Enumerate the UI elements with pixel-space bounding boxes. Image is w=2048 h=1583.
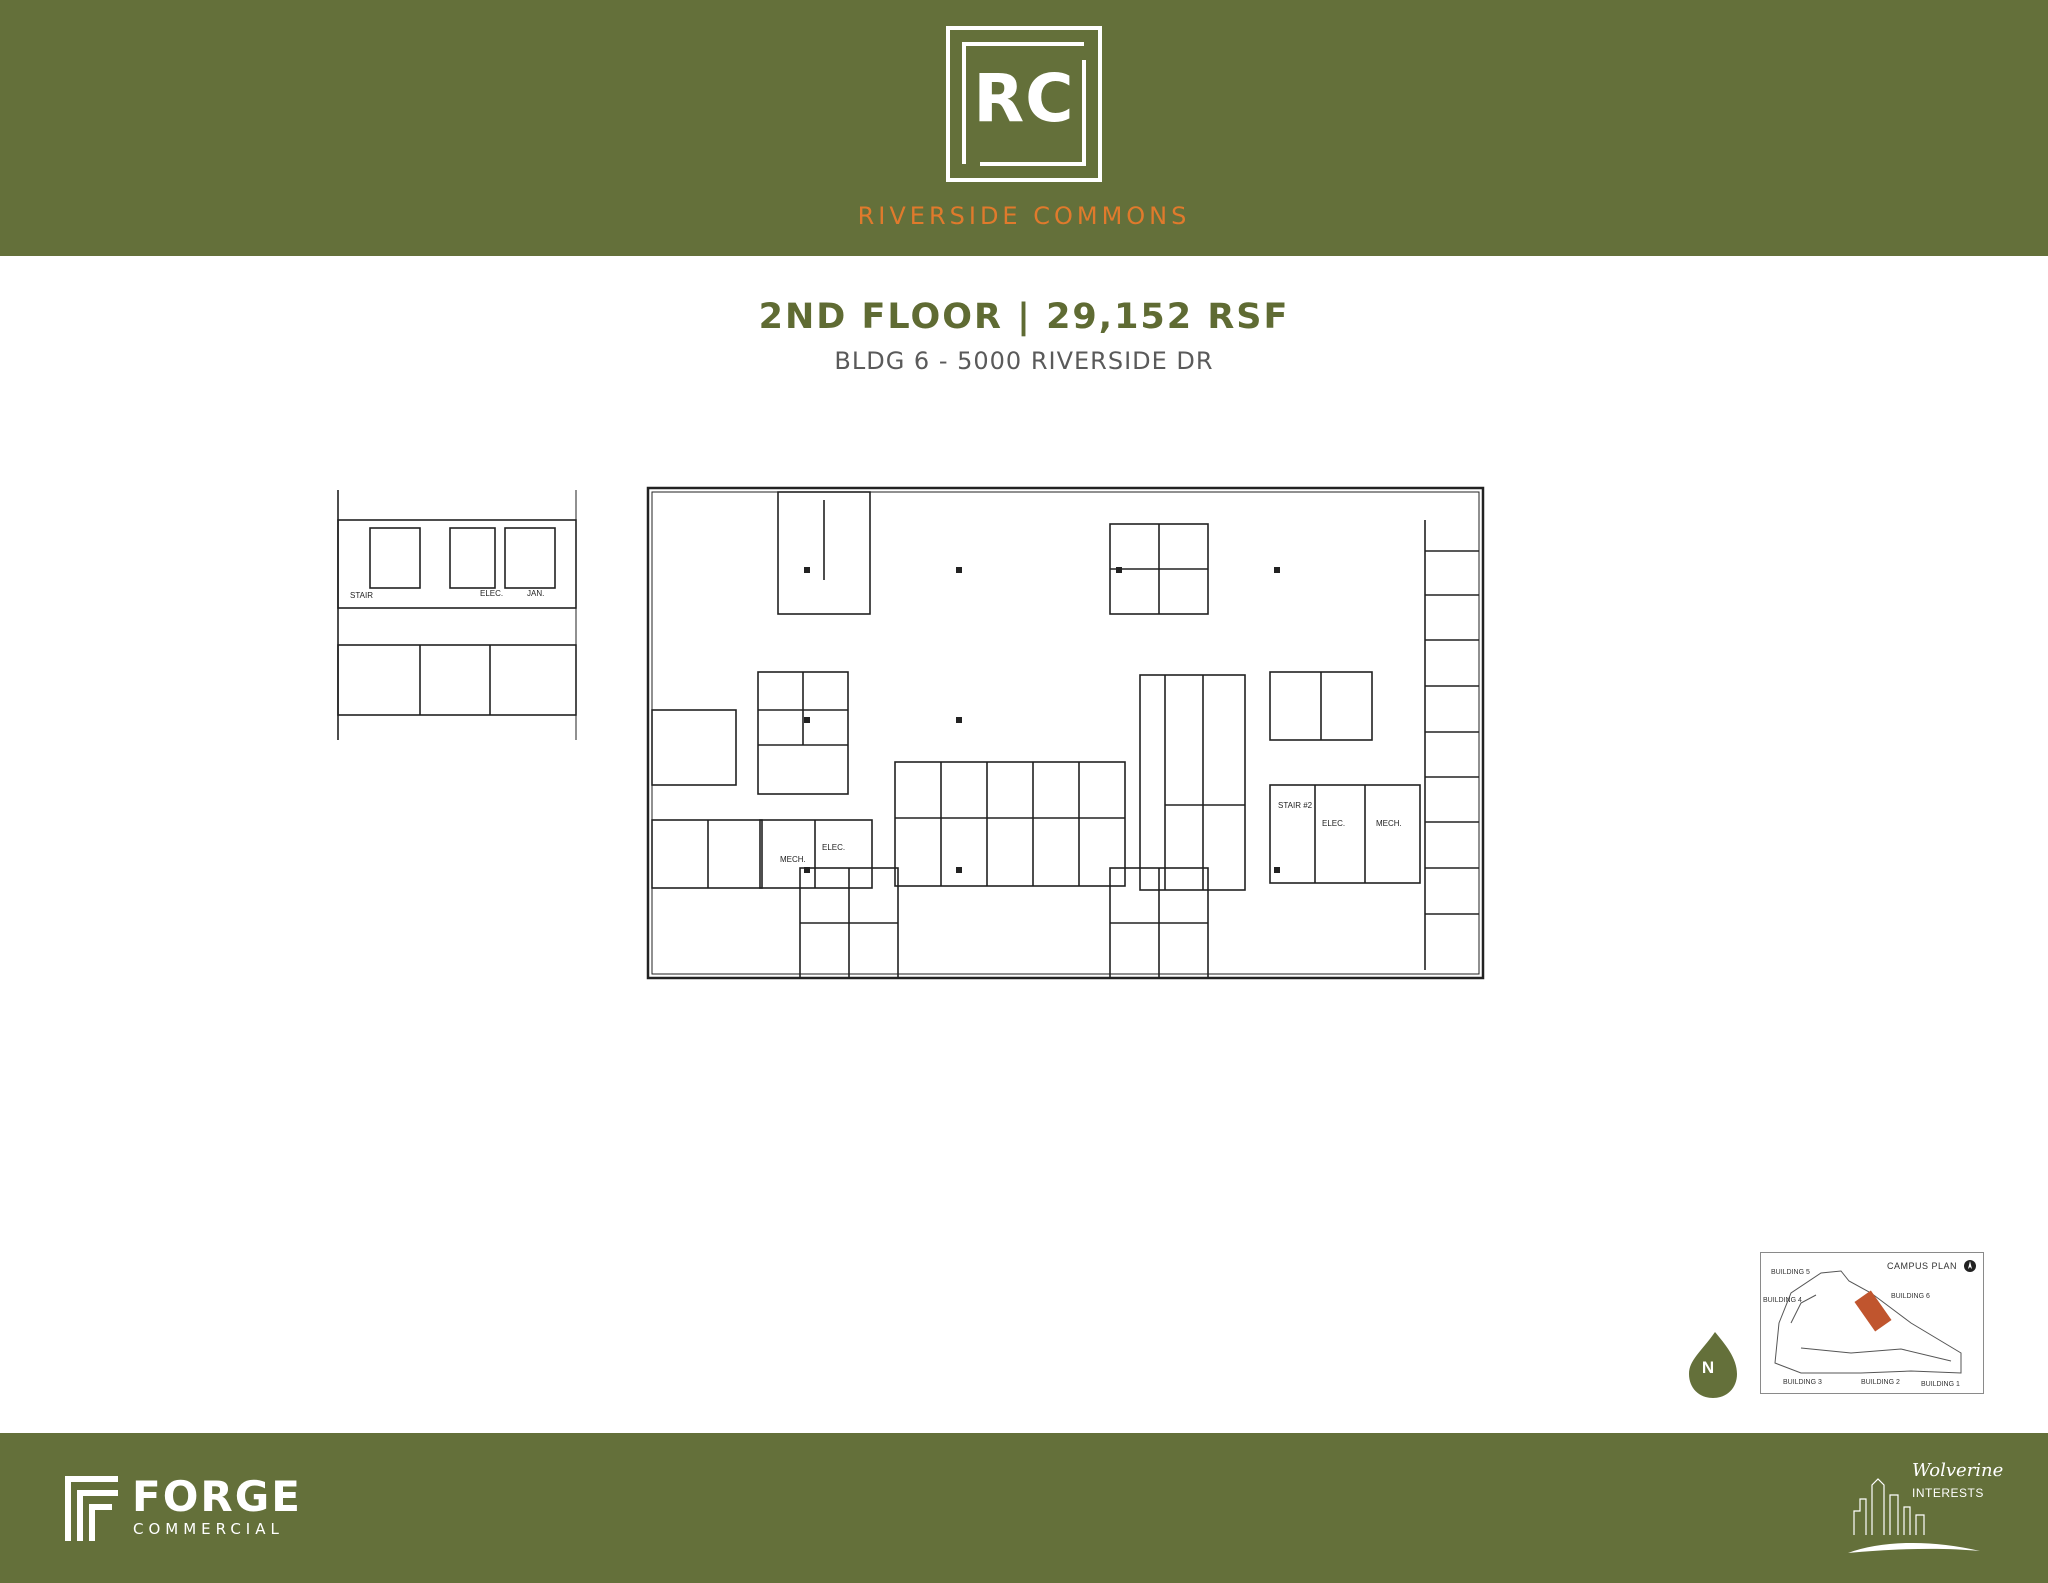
wolverine-subname: INTERESTS [1912,1486,1984,1500]
floor-plan: ELEC. JAN. STAIR MECH. ELEC. STAIR #2 EL… [337,486,1485,980]
campus-label-building-4: BUILDING 4 [1763,1297,1802,1304]
plan-label-elec-2: ELEC. [822,843,845,852]
campus-label-building-2: BUILDING 2 [1861,1379,1900,1386]
plan-label-elec-3: ELEC. [1322,819,1345,828]
plan-label-stair-2: STAIR #2 [1278,801,1313,810]
plan-label-mech-2: MECH. [1376,819,1402,828]
campus-plan-inset: CAMPUS PLAN BUILDING 5 BUILDING 4 BUILDI… [1760,1252,1984,1394]
plan-label-elec: ELEC. [480,589,503,598]
forge-subname: COMMERCIAL [133,1520,284,1538]
north-letter: N [1701,1358,1715,1377]
brand-name: RIVERSIDE COMMONS [857,202,1191,230]
plan-label-jan: JAN. [527,589,544,598]
rc-logo-letters: RC [973,60,1075,137]
forge-name: FORGE [132,1472,302,1521]
footer-band [0,1433,2048,1583]
campus-plan-title: CAMPUS PLAN [1886,1261,1957,1271]
floor-title: 2ND FLOOR | 29,152 RSF [758,297,1290,337]
rc-logo-frame [946,26,1102,182]
plan-label-stair: STAIR [350,591,373,600]
compass-icon [1964,1260,1976,1272]
north-arrow-icon [1689,1332,1737,1398]
forge-logo-icon [65,1476,118,1541]
campus-label-building-1: BUILDING 1 [1921,1381,1960,1388]
wolverine-skyline-icon [1848,1478,1980,1553]
campus-label-building-5: BUILDING 5 [1771,1269,1810,1276]
plan-label-mech: MECH. [780,855,806,864]
campus-map [1774,1270,1962,1374]
floor-subtitle: BLDG 6 - 5000 RIVERSIDE DR [834,347,1214,375]
campus-label-building-6: BUILDING 6 [1891,1293,1930,1300]
wolverine-name: Wolverine [1912,1460,2004,1481]
campus-label-building-3: BUILDING 3 [1783,1379,1822,1386]
